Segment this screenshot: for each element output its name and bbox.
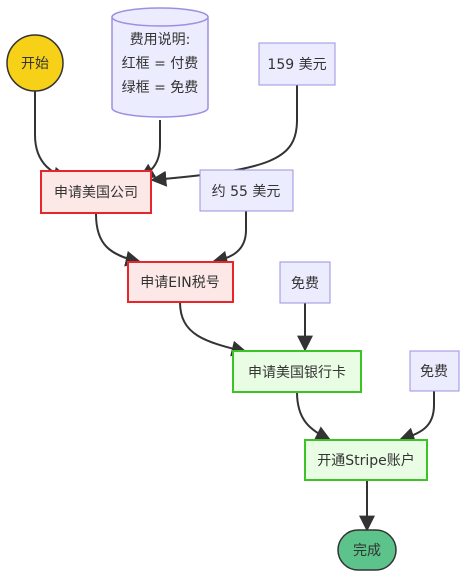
edge-company-to-ein bbox=[95, 213, 142, 267]
fee-note-company: 159 美元 bbox=[258, 42, 336, 86]
fee-note-bank: 免费 bbox=[279, 261, 331, 304]
step-apply-bank-label: 申请美国银行卡 bbox=[248, 365, 346, 381]
fee-note-ein: 约 55 美元 bbox=[199, 169, 294, 212]
legend-line-3: 绿框 = 免费 bbox=[122, 80, 199, 96]
step-open-stripe[interactable]: 开通Stripe账户 bbox=[304, 439, 428, 481]
fee-note-stripe: 免费 bbox=[409, 350, 460, 392]
fee-note-bank-label: 免费 bbox=[291, 276, 319, 292]
edges bbox=[34, 85, 435, 532]
fee-note-ein-label: 约 55 美元 bbox=[212, 184, 281, 200]
edge-fee4-to-stripe bbox=[398, 391, 435, 443]
step-apply-company-label: 申请美国公司 bbox=[54, 185, 138, 201]
start-node-label: 开始 bbox=[21, 56, 49, 72]
fee-legend-cylinder: 费用说明: 红框 = 付费 绿框 = 免费 bbox=[111, 7, 209, 118]
legend-line-2: 红框 = 付费 bbox=[122, 56, 199, 72]
step-apply-company[interactable]: 申请美国公司 bbox=[40, 170, 152, 214]
edge-ein-to-bank bbox=[179, 301, 248, 357]
step-apply-ein-label: 申请EIN税号 bbox=[140, 275, 219, 291]
start-node[interactable]: 开始 bbox=[6, 34, 64, 92]
step-apply-bank[interactable]: 申请美国银行卡 bbox=[232, 350, 362, 393]
end-node-label: 完成 bbox=[353, 543, 381, 559]
step-open-stripe-label: 开通Stripe账户 bbox=[317, 452, 415, 469]
edge-bank-to-stripe bbox=[296, 391, 332, 441]
fee-note-company-label: 159 美元 bbox=[267, 57, 326, 73]
edge-fee1-to-company bbox=[150, 85, 298, 187]
end-node[interactable]: 完成 bbox=[337, 529, 397, 571]
fee-note-stripe-label: 免费 bbox=[420, 364, 448, 380]
edge-fee2-to-ein bbox=[211, 210, 247, 267]
edge-start-to-company bbox=[34, 90, 70, 183]
edge-legend-to-company bbox=[138, 120, 161, 179]
legend-line-1: 费用说明: bbox=[130, 32, 191, 48]
step-apply-ein[interactable]: 申请EIN税号 bbox=[127, 261, 234, 303]
